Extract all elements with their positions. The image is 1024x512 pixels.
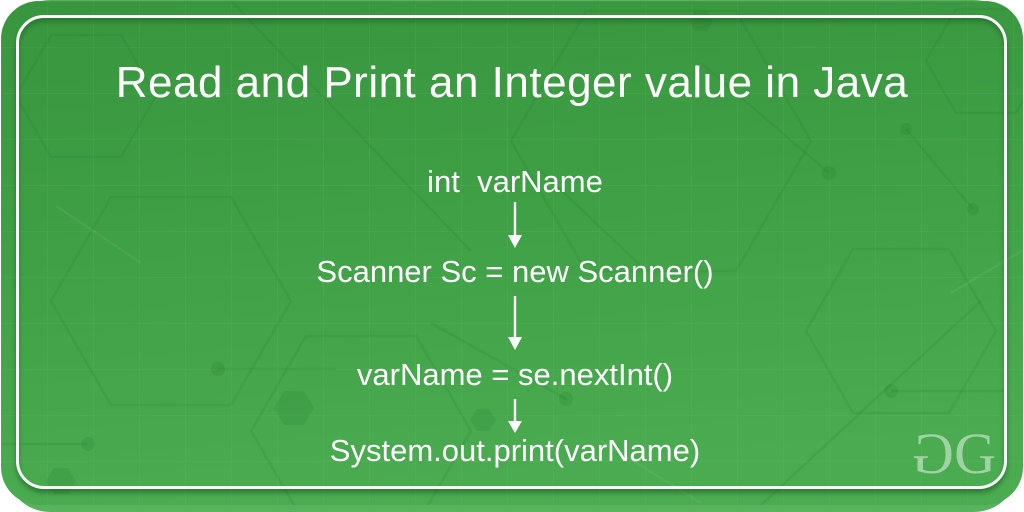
flow-step-declare: int varName xyxy=(427,164,603,199)
logo-g: G xyxy=(954,421,996,486)
flow-step-read: varName = se.nextInt() xyxy=(356,357,674,392)
down-arrow-icon xyxy=(508,296,522,350)
flow-step-print: System.out.print(varName) xyxy=(329,433,701,468)
diagram-title: Read and Print an Integer value in Java xyxy=(115,58,909,107)
down-arrow-icon xyxy=(508,399,522,433)
down-arrow-icon xyxy=(508,202,522,248)
geeksforgeeks-logo-icon: GG xyxy=(917,421,996,486)
flow-step-scanner: Scanner Sc = new Scanner() xyxy=(316,254,714,289)
logo-g-mirrored: G xyxy=(917,421,955,486)
